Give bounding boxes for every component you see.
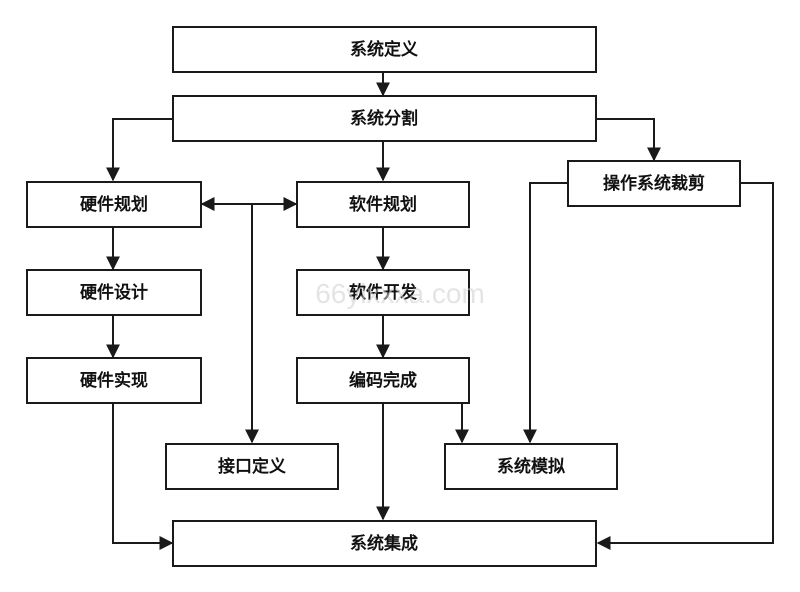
node-hardware-planning: 硬件规划 (26, 181, 202, 228)
node-label: 系统分割 (350, 108, 418, 129)
node-label: 硬件规划 (80, 194, 148, 215)
node-label: 操作系统裁剪 (603, 173, 705, 194)
edges (106, 72, 774, 550)
edge-os-tailoring-to-integration (596, 182, 774, 550)
node-software-planning: 软件规划 (296, 181, 470, 228)
node-system-definition: 系统定义 (172, 26, 597, 73)
node-interface-definition: 接口定义 (165, 443, 339, 490)
node-label: 系统集成 (350, 533, 418, 554)
node-label: 系统模拟 (497, 456, 565, 477)
node-label: 软件开发 (349, 282, 418, 303)
node-hardware-design: 硬件设计 (26, 269, 202, 316)
node-os-tailoring: 操作系统裁剪 (567, 160, 741, 207)
edge-partition-to-os-tailoring (596, 118, 661, 162)
node-system-simulation: 系统模拟 (444, 443, 618, 490)
node-coding-complete: 编码完成 (296, 357, 470, 404)
edge-os-tailoring-to-simulation (523, 182, 568, 444)
edge-partition-to-hardware-planning (106, 118, 173, 182)
node-label: 软件规划 (349, 194, 417, 215)
node-system-integration: 系统集成 (172, 520, 597, 567)
edge-hardware-implementation-to-integration (112, 403, 174, 550)
node-label: 接口定义 (218, 456, 286, 477)
node-label: 系统定义 (350, 39, 418, 60)
node-label: 硬件实现 (80, 370, 148, 391)
node-system-partition: 系统分割 (172, 95, 597, 142)
node-hardware-implementation: 硬件实现 (26, 357, 202, 404)
node-software-development: 软件开发 (296, 269, 470, 316)
node-label: 编码完成 (349, 370, 417, 391)
node-label: 硬件设计 (80, 282, 148, 303)
watermark: 66yixxxa.com (315, 278, 485, 309)
